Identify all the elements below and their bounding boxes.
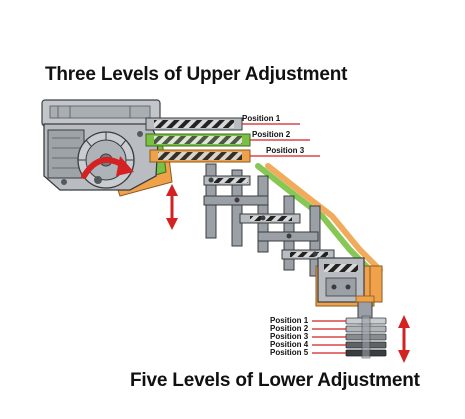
lower-position-label: Position 4 [270,340,309,349]
lower-double-arrow-icon [398,315,410,363]
curved-arrow-icon-head [116,156,134,176]
lower-adjustment-title: Five Levels of Lower Adjustment [130,370,420,391]
scissor-arm [203,163,383,277]
upper-mechanism [41,99,173,197]
upper-adjustment-title: Three Levels of Upper Adjustment [45,64,348,85]
lower-position-label: Position 2 [270,324,309,333]
lower-position-label: Position 3 [270,332,309,341]
lower-position-label: Position 1 [270,316,309,325]
lower-position-label: Position 5 [270,348,309,357]
upper-leader-lines [242,123,320,157]
upper-tracks [145,117,251,163]
upper-double-arrow-icon [166,184,178,230]
lower-position-stack [345,315,387,359]
upper-position-label: Position 1 [242,114,281,123]
lower-mechanism [315,257,383,325]
upper-position-label: Position 2 [252,130,291,139]
upper-position-label: Position 3 [266,146,305,155]
lower-leader-lines [312,320,346,354]
